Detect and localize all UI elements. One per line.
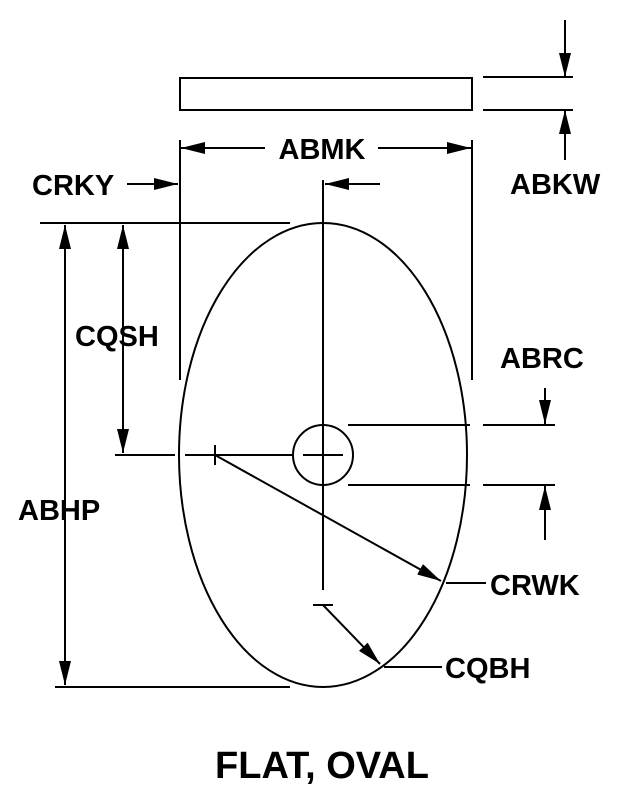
crwk-dimension: CRWK: [214, 445, 580, 602]
label-crky: CRKY: [32, 170, 114, 202]
abkw-dimension: ABKW: [483, 20, 601, 201]
label-cqbh: CQBH: [445, 653, 530, 685]
label-cqsh: CQSH: [75, 321, 159, 353]
abrc-dimension: ABRC: [348, 343, 584, 540]
label-crwk: CRWK: [490, 570, 580, 602]
label-abhp: ABHP: [18, 495, 100, 527]
crky-dimension: CRKY: [32, 170, 380, 202]
abhp-dimension: ABHP: [18, 222, 290, 688]
label-abmk: ABMK: [279, 134, 366, 166]
side-view-profile: [179, 77, 473, 111]
label-abkw: ABKW: [510, 169, 601, 201]
abmk-dimension: ABMK: [179, 134, 473, 380]
label-abrc: ABRC: [500, 343, 584, 375]
diagram-title: FLAT, OVAL: [215, 745, 429, 787]
center-hole: [292, 424, 354, 486]
cqbh-dimension: CQBH: [313, 604, 530, 685]
cqsh-dimension: CQSH: [75, 225, 292, 456]
